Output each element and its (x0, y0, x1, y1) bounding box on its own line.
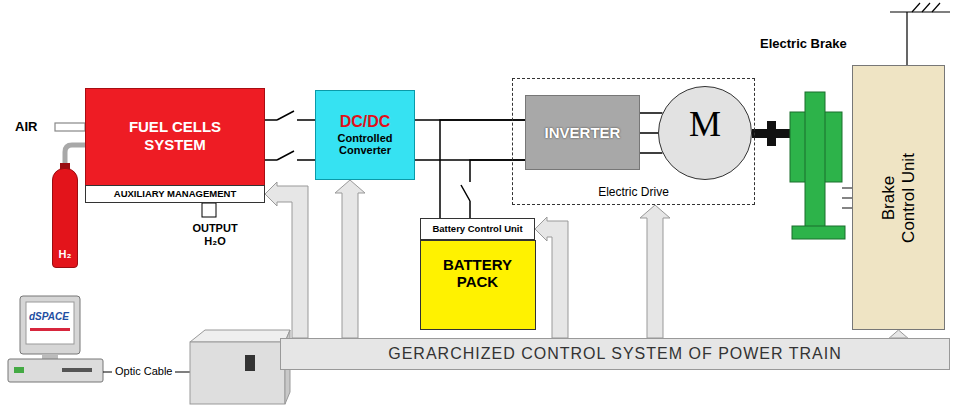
node-text: AUXILIARY MANAGEMENT (114, 189, 236, 200)
water-outlet (202, 203, 216, 217)
node-text: Controlled Converter (325, 132, 405, 157)
electric-drive-group: Electric Drive INVERTER M (512, 78, 755, 205)
node-text: Brake Control Unit (879, 149, 918, 247)
logo-text: dSPACE (29, 311, 69, 323)
node-text: BATTERY PACK (428, 256, 528, 291)
brake-base (792, 226, 845, 239)
control-arrow (265, 182, 308, 338)
shaft-coupling (767, 121, 776, 146)
node-text: M (689, 104, 721, 145)
converter-box: DC/DCControlled Converter (315, 90, 415, 180)
ground-line (890, 3, 950, 65)
brake-disc (805, 92, 825, 232)
inverter-box: INVERTER (525, 95, 640, 170)
air-pipe (55, 123, 85, 131)
auxiliary-box: AUXILIARY MANAGEMENT (85, 185, 265, 203)
power-wire (415, 120, 525, 160)
dspace-hardware (190, 330, 290, 404)
part-label: Electric Brake (760, 37, 847, 52)
power-wire (265, 111, 315, 160)
node-text: Battery Control Unit (432, 224, 522, 235)
cable-label: Optic Cable (112, 365, 175, 378)
node-text: DC/DC (340, 113, 391, 131)
brake-control-box: Brake Control Unit (852, 65, 945, 330)
control-system-bar: GERARCHIZED CONTROL SYSTEM OF POWER TRAI… (280, 338, 950, 370)
brake-cables (842, 188, 852, 208)
motor-circle: M (658, 86, 752, 180)
node-text: FUEL CELLS SYSTEM (115, 118, 235, 153)
control-arrow (640, 205, 670, 338)
outlet-label: OUTPUT H₂O (186, 222, 244, 247)
node-text: H₂ (59, 248, 72, 261)
control-arrow (535, 217, 568, 338)
inlet-label: AIR (15, 120, 37, 135)
fuel-cell-box: FUEL CELLS SYSTEM AUXILIARY MANAGEMENT (85, 88, 265, 203)
node-text: GERARCHIZED CONTROL SYSTEM OF POWER TRAI… (388, 345, 841, 363)
hydrogen-cylinder: H₂ (52, 168, 78, 268)
battery-control-box: Battery Control Unit (420, 218, 535, 240)
battery-pack-box: BATTERY PACK (420, 240, 536, 330)
computer-icon (8, 296, 103, 382)
control-arrow (335, 180, 365, 338)
node-text: Electric Drive (598, 186, 669, 200)
node-text: INVERTER (545, 124, 621, 141)
